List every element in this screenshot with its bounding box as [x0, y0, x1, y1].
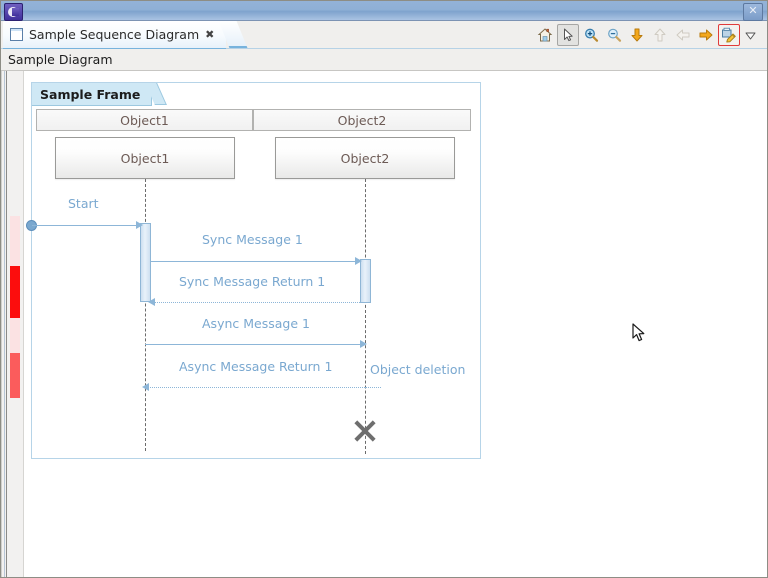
message-label-async-message-return-1: Async Message Return 1 [179, 359, 333, 374]
lifeline-head-object1[interactable]: Object1 [55, 137, 235, 179]
message-arrowhead-async-message-return-1 [142, 383, 149, 391]
forward-button[interactable] [695, 24, 717, 46]
tab-sample-sequence-diagram[interactable]: Sample Sequence Diagram ✖ [3, 21, 227, 50]
zoom-in-button[interactable] [580, 24, 602, 46]
column-header-label: Object1 [120, 112, 169, 128]
toolbar-overflow-button[interactable] [741, 24, 759, 46]
column-header-object2[interactable]: Object2 [253, 109, 471, 131]
message-line-sync-message-1[interactable] [151, 261, 360, 262]
message-label-sync-message-1: Sync Message 1 [202, 232, 303, 247]
arrow-right-icon [699, 29, 713, 41]
breadcrumb[interactable]: Sample Diagram [1, 49, 767, 71]
zoom-in-icon [585, 28, 599, 42]
message-arrowhead-sync-message-1 [355, 257, 362, 265]
arrow-up-icon [654, 28, 666, 42]
message-label-start: Start [68, 196, 99, 211]
diagram-canvas[interactable]: Sample Frame Object1 Object2 Object1 Obj… [24, 71, 767, 577]
app-logo-icon [4, 3, 23, 21]
lifeline-label: Object2 [340, 150, 390, 166]
arrow-left-icon [676, 29, 690, 41]
previous-page-button[interactable] [649, 24, 671, 46]
zoom-out-button[interactable] [603, 24, 625, 46]
message-line-async-message-1[interactable] [145, 344, 365, 345]
annotation-marker-light-red[interactable] [10, 353, 20, 398]
message-arrowhead-sync-message-return-1 [148, 298, 155, 306]
select-tool-button[interactable] [557, 24, 579, 46]
annotation-marker-red[interactable] [10, 266, 20, 318]
message-line-start[interactable] [32, 225, 140, 226]
message-label-sync-message-return-1: Sync Message Return 1 [179, 274, 326, 289]
diagram-toolbar [534, 23, 759, 47]
pointer-select-icon [564, 28, 573, 42]
destruction-x-icon[interactable] [352, 418, 378, 444]
column-header-label: Object2 [337, 112, 387, 128]
next-page-button[interactable] [626, 24, 648, 46]
window-close-button[interactable]: ✕ [743, 3, 763, 21]
zoom-out-icon [608, 28, 622, 42]
tab-close-icon[interactable]: ✖ [205, 28, 215, 41]
message-label-async-message-1: Async Message 1 [202, 316, 310, 331]
annotation-label-object-deletion: Object deletion [370, 362, 466, 377]
tab-label: Sample Sequence Diagram [29, 27, 200, 42]
ruler-edge-line [4, 71, 5, 577]
chevron-down-icon [745, 32, 755, 39]
message-line-sync-message-return-1[interactable] [151, 302, 360, 303]
close-icon: ✕ [748, 4, 758, 17]
print-export-icon [722, 27, 736, 43]
activation-bar-object1[interactable] [140, 223, 151, 302]
lifeline-line-object1[interactable] [145, 179, 146, 451]
message-line-async-message-return-1[interactable] [145, 387, 365, 388]
editor-tab-bar: Sample Sequence Diagram ✖ [1, 21, 767, 50]
lifeline-head-object2[interactable]: Object2 [275, 137, 455, 179]
window-titlebar: ✕ [1, 1, 767, 21]
home-icon [537, 28, 553, 42]
lifeline-line-object2[interactable] [365, 179, 366, 454]
ruler-divider [6, 71, 7, 577]
annotation-ruler[interactable] [2, 71, 24, 577]
arrow-down-icon [631, 28, 643, 42]
message-arrowhead-async-message-1 [360, 340, 367, 348]
activation-bar-object2[interactable] [360, 259, 371, 303]
breadcrumb-label: Sample Diagram [8, 52, 113, 67]
lifeline-label: Object1 [120, 150, 170, 166]
diagram-editor: Sample Frame Object1 Object2 Object1 Obj… [1, 71, 767, 577]
print-export-button[interactable] [718, 24, 740, 46]
column-header-object1[interactable]: Object1 [36, 109, 253, 131]
back-button[interactable] [672, 24, 694, 46]
message-arrowhead-start [136, 221, 143, 229]
destruction-connector [365, 387, 381, 388]
frame-label: Sample Frame [40, 86, 141, 102]
diagram-file-icon [10, 28, 23, 41]
home-button[interactable] [534, 24, 556, 46]
frame-header-tag: Sample Frame [32, 83, 153, 106]
